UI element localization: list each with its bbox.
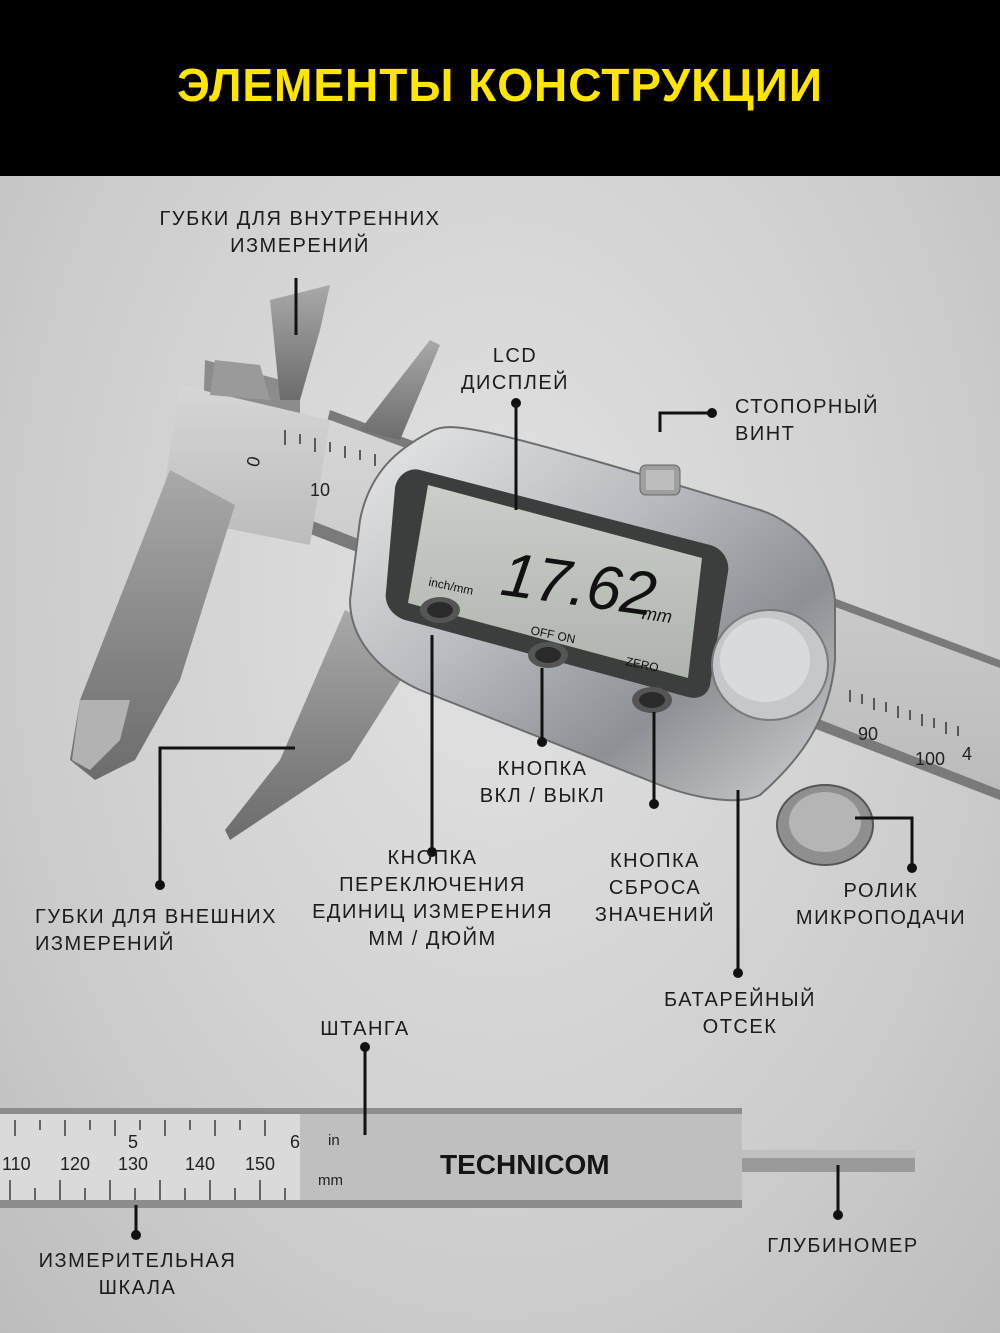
label-inner-jaws: ГУБКИ ДЛЯ ВНУТРЕННИХ ИЗМЕРЕНИЙ bbox=[159, 208, 441, 257]
scale-inch-number: 6 bbox=[290, 1132, 300, 1152]
label-battery: БАТАРЕЙНЫЙ ОТСЕК bbox=[664, 989, 816, 1038]
label-lock-screw: СТОПОРНЫЙ ВИНТ bbox=[735, 396, 879, 445]
label-depth-gauge: ГЛУБИНОМЕР bbox=[767, 1235, 919, 1257]
scale-number: 110 bbox=[2, 1154, 31, 1174]
label-lcd-display: LCD ДИСПЛЕЙ bbox=[460, 345, 570, 394]
label-reset-button: КНОПКА СБРОСА ЗНАЧЕНИЙ bbox=[594, 850, 716, 926]
scale-number: 10 bbox=[310, 480, 330, 500]
label-scale: ИЗМЕРИТЕЛЬНАЯ ШКАЛА bbox=[38, 1250, 237, 1299]
label-outer-jaws: ГУБКИ ДЛЯ ВНЕШНИХ ИЗМЕРЕНИЙ bbox=[35, 906, 278, 955]
scale-inch-number: 5 bbox=[128, 1132, 138, 1152]
scale-number: 140 bbox=[185, 1154, 215, 1174]
scale-number: 4 bbox=[962, 744, 972, 764]
inch-label: in bbox=[328, 1132, 340, 1149]
scale-number: 100 bbox=[915, 749, 945, 769]
zero-caption: ZERO bbox=[624, 654, 660, 675]
header-bar: ЭЛЕМЕНТЫ КОНСТРУКЦИИ bbox=[0, 0, 1000, 176]
label-unit-button: КНОПКА ПЕРЕКЛЮЧЕНИЯ ЕДИНИЦ ИЗМЕРЕНИЯ ММ … bbox=[312, 847, 553, 950]
scale-number: 90 bbox=[858, 724, 878, 744]
scale-number: 150 bbox=[245, 1154, 275, 1174]
scale-number: 130 bbox=[118, 1154, 148, 1174]
caliper-body: 0 10 90 100 4 17.62 mm inch/mm OFF ON ZE… bbox=[70, 285, 1000, 866]
callout-dots bbox=[131, 398, 917, 1240]
label-power-button: КНОПКА ВКЛ / ВЫКЛ bbox=[479, 758, 606, 807]
scale-number: 120 bbox=[60, 1154, 90, 1174]
lcd-unit: mm bbox=[641, 603, 673, 627]
label-fine-roller: РОЛИК МИКРОПОДАЧИ bbox=[795, 880, 967, 929]
bottom-beam: 110 120 130 140 150 5 6 in mm TECHNICOM bbox=[0, 1108, 915, 1208]
label-beam: ШТАНГА bbox=[320, 1018, 410, 1040]
page-title: ЭЛЕМЕНТЫ КОНСТРУКЦИИ bbox=[177, 59, 823, 111]
mm-label: mm bbox=[318, 1172, 343, 1189]
brand-logo: TECHNICOM bbox=[440, 1149, 610, 1180]
scale-number: 0 bbox=[243, 454, 265, 469]
